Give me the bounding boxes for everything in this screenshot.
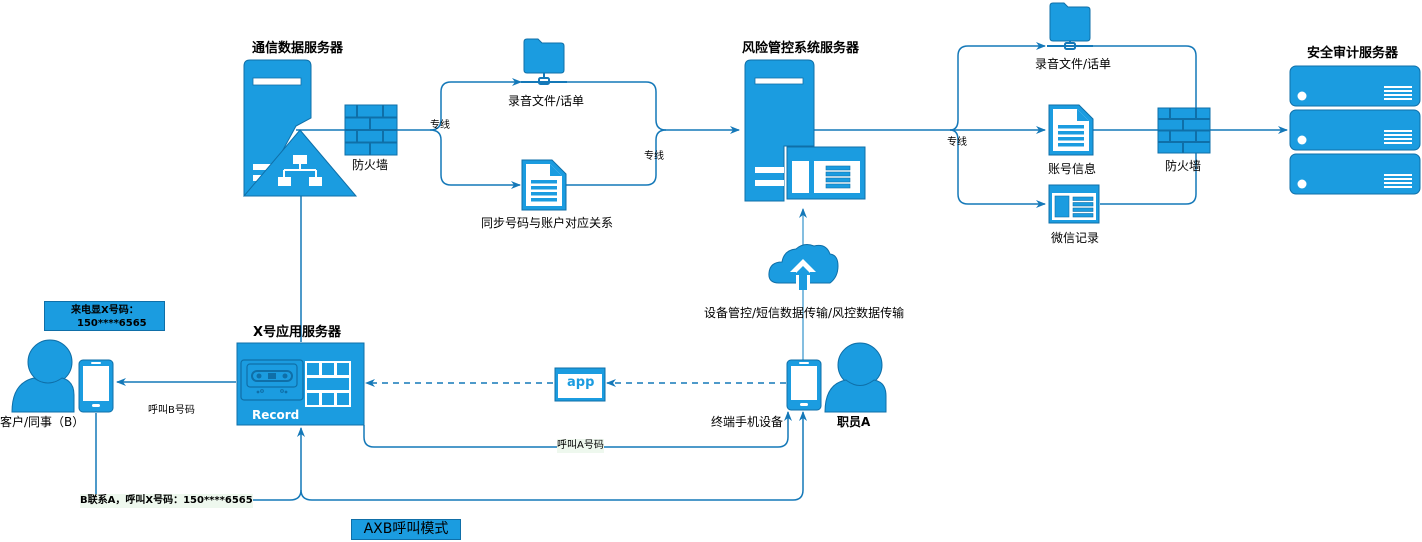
edge-wechat-to-firewall (1100, 152, 1197, 205)
edge-recording-to-firewall (1093, 45, 1197, 108)
caller-id-callout: 来电显X号码： 150****6565 (44, 301, 165, 331)
recording-right-label: 录音文件/话单 (1035, 57, 1112, 71)
customer-phone-icon[interactable] (78, 359, 114, 413)
audit-server-rack-icon[interactable] (1289, 65, 1421, 195)
x-server-title: X号应用服务器 (253, 325, 342, 340)
caller-id-line1: 来电显X号码： (71, 305, 139, 316)
edge-to-recording-right (949, 42, 1046, 131)
sync-doc-label: 同步号码与账户对应关系 (481, 216, 614, 230)
account-info-document-icon[interactable] (1048, 104, 1094, 156)
wechat-records-label: 微信记录 (1051, 231, 1100, 245)
x-server-box[interactable] (236, 342, 365, 426)
edge-b-to-employee (300, 411, 807, 501)
call-b-label: 呼叫B号码 (148, 405, 195, 416)
risk-server-title: 风险管控系统服务器 (742, 41, 860, 56)
caller-id-line2: 150****6565 (77, 318, 147, 329)
dedicated-line-label-3: 专线 (947, 137, 967, 148)
wechat-records-window-icon[interactable] (1048, 184, 1100, 224)
edge-to-sync-doc (429, 129, 521, 189)
edge-to-wechat (949, 129, 1046, 208)
comm-server-title: 通信数据服务器 (252, 41, 344, 56)
edge-to-recording-left (397, 78, 522, 131)
recording-folder-right-icon[interactable] (1047, 2, 1093, 50)
employee-label: 职员A (837, 415, 871, 429)
axb-mode-badge: AXB呼叫模式 (351, 519, 461, 540)
app-box[interactable] (554, 367, 606, 402)
employee-user-icon[interactable] (824, 342, 887, 413)
dedicated-line-label-2: 专线 (644, 151, 664, 162)
employee-phone-label: 终端手机设备 (711, 415, 784, 429)
b-contacts-a-label: B联系A，呼叫X号码：150****6565 (80, 494, 253, 508)
grid-panel-icon (305, 361, 351, 407)
edge-recording-to-risk (567, 81, 740, 134)
cloud-upload-icon[interactable] (768, 244, 839, 290)
firewall-left-icon[interactable] (344, 104, 398, 156)
customer-user-icon[interactable] (11, 339, 75, 413)
risk-server-icon[interactable] (744, 59, 866, 202)
account-info-label: 账号信息 (1048, 162, 1097, 176)
audit-server-title: 安全审计服务器 (1307, 46, 1399, 61)
call-a-label: 呼叫A号码 (557, 439, 604, 453)
firewall-right-label: 防火墙 (1165, 159, 1202, 173)
rack-unit (1289, 109, 1421, 151)
record-label: Record (252, 408, 300, 422)
recording-left-label: 录音文件/话单 (508, 94, 585, 108)
edge-b-to-x (95, 413, 305, 501)
edge-sync-to-risk (566, 129, 667, 186)
rack-unit (1289, 65, 1421, 107)
dedicated-line-label-1: 专线 (430, 120, 450, 131)
cassette-icon (240, 359, 304, 401)
sync-document-icon[interactable] (521, 159, 567, 211)
firewall-left-label: 防火墙 (352, 158, 389, 172)
recording-folder-left-icon[interactable] (521, 38, 567, 85)
firewall-right-icon[interactable] (1157, 107, 1211, 154)
customer-label: 客户/同事（B） (0, 415, 85, 429)
employee-phone-icon[interactable] (786, 359, 822, 411)
cloud-caption: 设备管控/短信数据传输/风控数据传输 (704, 306, 905, 320)
comm-server-icon[interactable] (242, 59, 358, 197)
rack-unit (1289, 153, 1421, 195)
app-label: app (567, 375, 595, 390)
